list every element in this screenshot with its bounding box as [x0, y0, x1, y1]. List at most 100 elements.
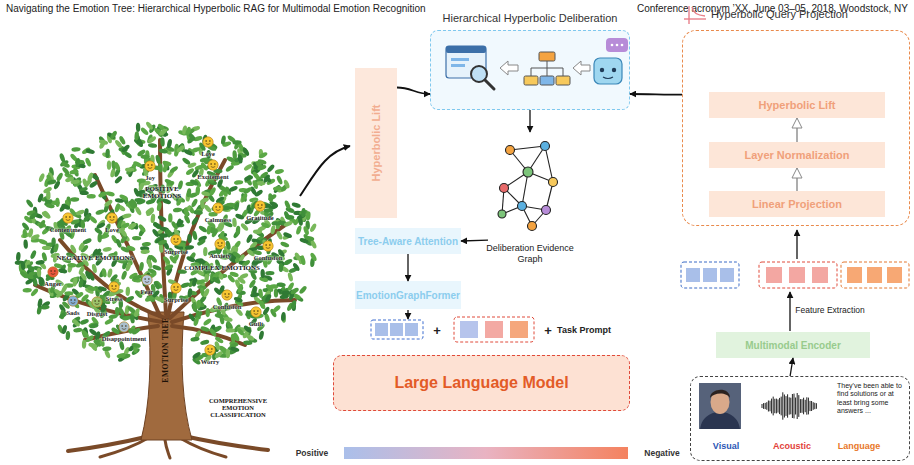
leaf	[144, 295, 154, 302]
leaf	[192, 230, 198, 240]
leaf	[140, 154, 149, 159]
leaf	[190, 198, 198, 208]
leaf	[216, 178, 224, 188]
emoji-eye	[94, 300, 96, 302]
node-text: Hyperbolic Lift	[709, 99, 885, 111]
leaf	[127, 222, 137, 230]
graph-edge	[532, 210, 546, 226]
emoji-face	[251, 307, 261, 317]
leaf	[200, 326, 210, 333]
leaf	[258, 151, 268, 159]
leaf	[194, 210, 203, 215]
emoji-eye	[54, 270, 56, 272]
leaf	[132, 274, 142, 281]
leaf	[169, 165, 179, 174]
emoji-eye	[148, 278, 150, 280]
arrow-connector	[397, 88, 430, 95]
emoji-face	[171, 283, 181, 293]
leaf	[151, 228, 160, 238]
leaf	[228, 185, 238, 193]
emoji-face	[48, 267, 58, 277]
tree-emotion-word: Love	[105, 226, 119, 233]
axis	[684, 18, 706, 19]
graph-node	[518, 202, 527, 211]
emoji-eye	[257, 204, 259, 206]
running-header: Navigating the Emotion Tree: Hierarchica…	[6, 3, 426, 14]
leaf	[194, 164, 204, 171]
process-box: Tree-Aware Attention	[355, 228, 461, 254]
emoji-disc	[213, 203, 223, 213]
graph-node	[541, 142, 550, 151]
leaf	[183, 148, 193, 156]
emoji-disc	[171, 283, 181, 293]
emoji-disc	[48, 267, 58, 277]
leaf	[202, 318, 212, 327]
emoji-eye	[265, 244, 267, 246]
token	[686, 268, 700, 282]
leaf	[150, 214, 155, 224]
leaf	[283, 179, 291, 189]
leaf	[87, 194, 96, 199]
emoji-face	[63, 213, 73, 223]
leaf	[245, 333, 255, 341]
leaf	[59, 153, 66, 163]
emoji-eye	[210, 163, 212, 165]
leaf	[245, 234, 253, 244]
leaf	[240, 193, 248, 203]
leaf	[55, 172, 64, 182]
emoji-disc	[119, 322, 129, 332]
graph-node	[528, 222, 537, 231]
leaf	[148, 143, 158, 149]
graph-edge	[522, 172, 528, 206]
emoji-eye	[215, 206, 217, 208]
node-text: Acoustic	[765, 441, 819, 451]
tree-trunk	[141, 312, 192, 440]
leaf	[97, 233, 102, 242]
leaf	[102, 246, 112, 252]
emoji-eye	[111, 285, 113, 287]
emoji-face	[215, 239, 225, 249]
leaf	[202, 288, 210, 298]
leaf	[80, 191, 89, 196]
leaf	[103, 199, 113, 208]
leaf	[225, 240, 231, 250]
leaf	[140, 249, 150, 254]
leaf	[38, 219, 46, 229]
leaf	[262, 174, 271, 184]
leaf	[67, 263, 76, 268]
leaf	[280, 241, 290, 249]
scale-end-label: Positive	[296, 448, 329, 458]
tree-emotion-word: Confusion	[254, 254, 283, 261]
leaf	[114, 203, 121, 213]
projection-panel: Hyperbolic Query ProjectionHyperbolic Li…	[682, 30, 910, 226]
leaf	[37, 193, 44, 203]
graph-edge	[504, 188, 522, 206]
leaf	[231, 250, 241, 258]
emoji-eye	[65, 216, 67, 218]
flow-arrow	[789, 292, 790, 331]
leaf	[104, 318, 114, 326]
leaf	[295, 225, 302, 235]
emoji-eye	[173, 286, 175, 288]
visual-token-group	[681, 262, 739, 288]
leaf	[201, 191, 211, 197]
leaf	[230, 346, 240, 353]
leaf	[206, 308, 210, 317]
leaf	[101, 268, 107, 278]
leaf	[300, 256, 306, 266]
emoji-eye	[253, 310, 255, 312]
leaf	[176, 144, 186, 153]
node-text: They've been able to find solutions or a…	[837, 382, 907, 416]
leaf	[273, 184, 282, 194]
leaf	[24, 273, 34, 281]
multimodal-token-group	[454, 317, 534, 342]
leaf	[189, 178, 199, 186]
leaf	[159, 233, 169, 238]
leaf	[157, 239, 167, 246]
leaf	[131, 342, 141, 348]
leaf	[88, 328, 98, 337]
emoji-eye	[69, 216, 71, 218]
leaf	[45, 203, 55, 209]
leaf	[38, 277, 43, 287]
leaf	[195, 186, 200, 195]
